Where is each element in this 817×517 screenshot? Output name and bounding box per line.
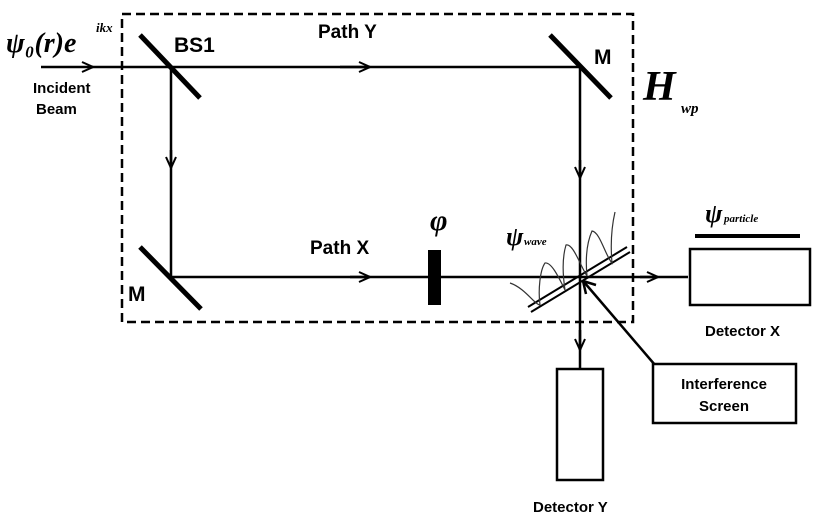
psi-particle-label: ψ — [705, 199, 723, 228]
incident-beam-label-line2: Beam — [36, 101, 77, 118]
psi-wave-label: ψ — [506, 222, 524, 251]
detector-y-label: Detector Y — [533, 499, 608, 516]
hamiltonian-label: H — [642, 64, 677, 110]
phase-shifter-label: φ — [430, 204, 448, 237]
screen-label-line2: Screen — [699, 398, 749, 415]
interference-screen-line-2 — [530, 251, 631, 313]
mirror-top-right — [548, 33, 613, 100]
detector-x — [688, 247, 812, 307]
screen-label-line1: Interference — [681, 376, 767, 393]
detector-y — [555, 367, 605, 482]
mirror-top-right-label: M — [594, 46, 612, 69]
beam-splitter-bs1 — [138, 33, 202, 100]
detector-x-label: Detector X — [705, 323, 780, 340]
screen-callout-arrowhead — [581, 279, 597, 295]
interference-wave-pattern — [509, 211, 616, 306]
screen-callout-line — [583, 281, 656, 366]
bs1-label: BS1 — [174, 34, 215, 57]
psi-particle-subscript: particle — [723, 213, 758, 225]
interference-screen-line-1 — [527, 246, 628, 308]
hamiltonian-subscript: wp — [681, 101, 699, 117]
incident-exponent-label: ikx — [96, 20, 113, 35]
incident-wavefunction-label: ψ₀(r)e — [6, 28, 76, 59]
interferometer-enclosure — [120, 12, 635, 324]
phase-shifter — [428, 250, 441, 305]
path-x-label: Path X — [310, 238, 369, 259]
mirror-bottom-left — [138, 245, 203, 311]
path-y-label: Path Y — [318, 22, 377, 43]
incident-beam-label-line1: Incident — [33, 80, 91, 97]
psi-wave-subscript: wave — [524, 236, 547, 248]
mirror-bottom-left-label: M — [128, 283, 146, 306]
interference-screen-box — [651, 362, 798, 425]
